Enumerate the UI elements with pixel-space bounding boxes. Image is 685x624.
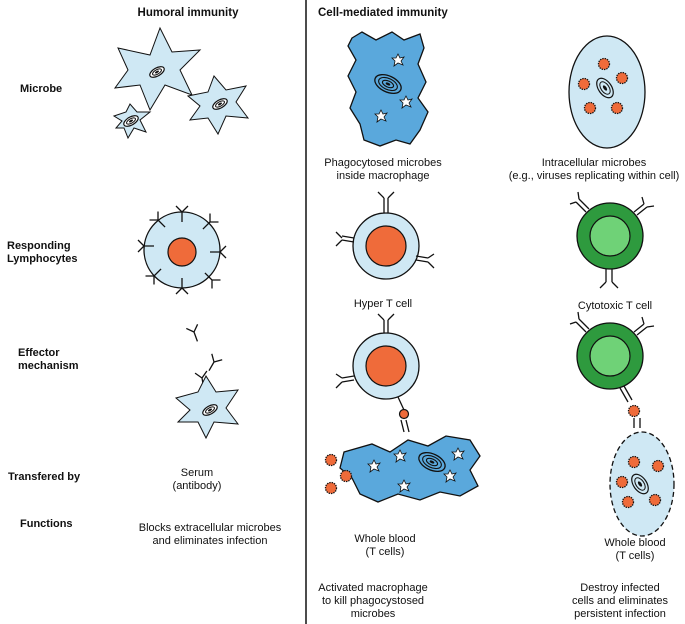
label-cytotoxic-t-cell: Cytotoxic T cell	[577, 300, 653, 312]
extracellular-microbe-small	[112, 103, 152, 140]
cytotoxic-t-cell	[569, 191, 655, 289]
opsonized-microbe	[174, 374, 240, 440]
b-cell	[137, 205, 227, 295]
function-helper: Activated macrophage to kill phagocystos…	[318, 582, 428, 620]
label-helper-t-cell: Hyper T cell	[353, 298, 413, 310]
infected-cell-intracellular-viruses	[568, 35, 646, 149]
transferred-cytotoxic: Whole blood (T cells)	[604, 537, 666, 562]
row-label-microbe: Microbe	[20, 83, 63, 95]
row-label-effector: Effector mechanism	[18, 347, 79, 372]
helper-t-cell	[335, 191, 435, 280]
header-cell-mediated: Cell-mediated immunity	[318, 7, 448, 19]
label-intracellular: Intracellular microbes (e.g., viruses re…	[508, 157, 680, 182]
row-label-transferred: Transfered by	[8, 471, 81, 483]
label-phagocytosed: Phagocytosed microbes inside macrophage	[324, 157, 442, 182]
function-cytotoxic: Destroy infected cells and eliminates pe…	[572, 582, 668, 620]
function-humoral: Blocks extracellular microbes and elimin…	[138, 522, 282, 547]
header-humoral: Humoral immunity	[137, 7, 239, 19]
dying-infected-cell	[609, 431, 675, 537]
cytotoxic-t-cell-effector	[569, 311, 655, 428]
macrophage-with-phagocytosed-microbes	[347, 31, 429, 147]
extracellular-microbe-large	[113, 26, 202, 112]
row-label-functions: Functions	[20, 518, 73, 530]
extracellular-microbe-right	[186, 75, 250, 136]
transferred-helper: Whole blood (T cells)	[354, 533, 416, 558]
row-label-responding: Responding Lymphocytes	[7, 240, 78, 265]
activated-macrophage	[324, 435, 481, 503]
helper-t-cell-effector	[335, 313, 420, 433]
transferred-humoral: Serum (antibody)	[172, 467, 222, 492]
